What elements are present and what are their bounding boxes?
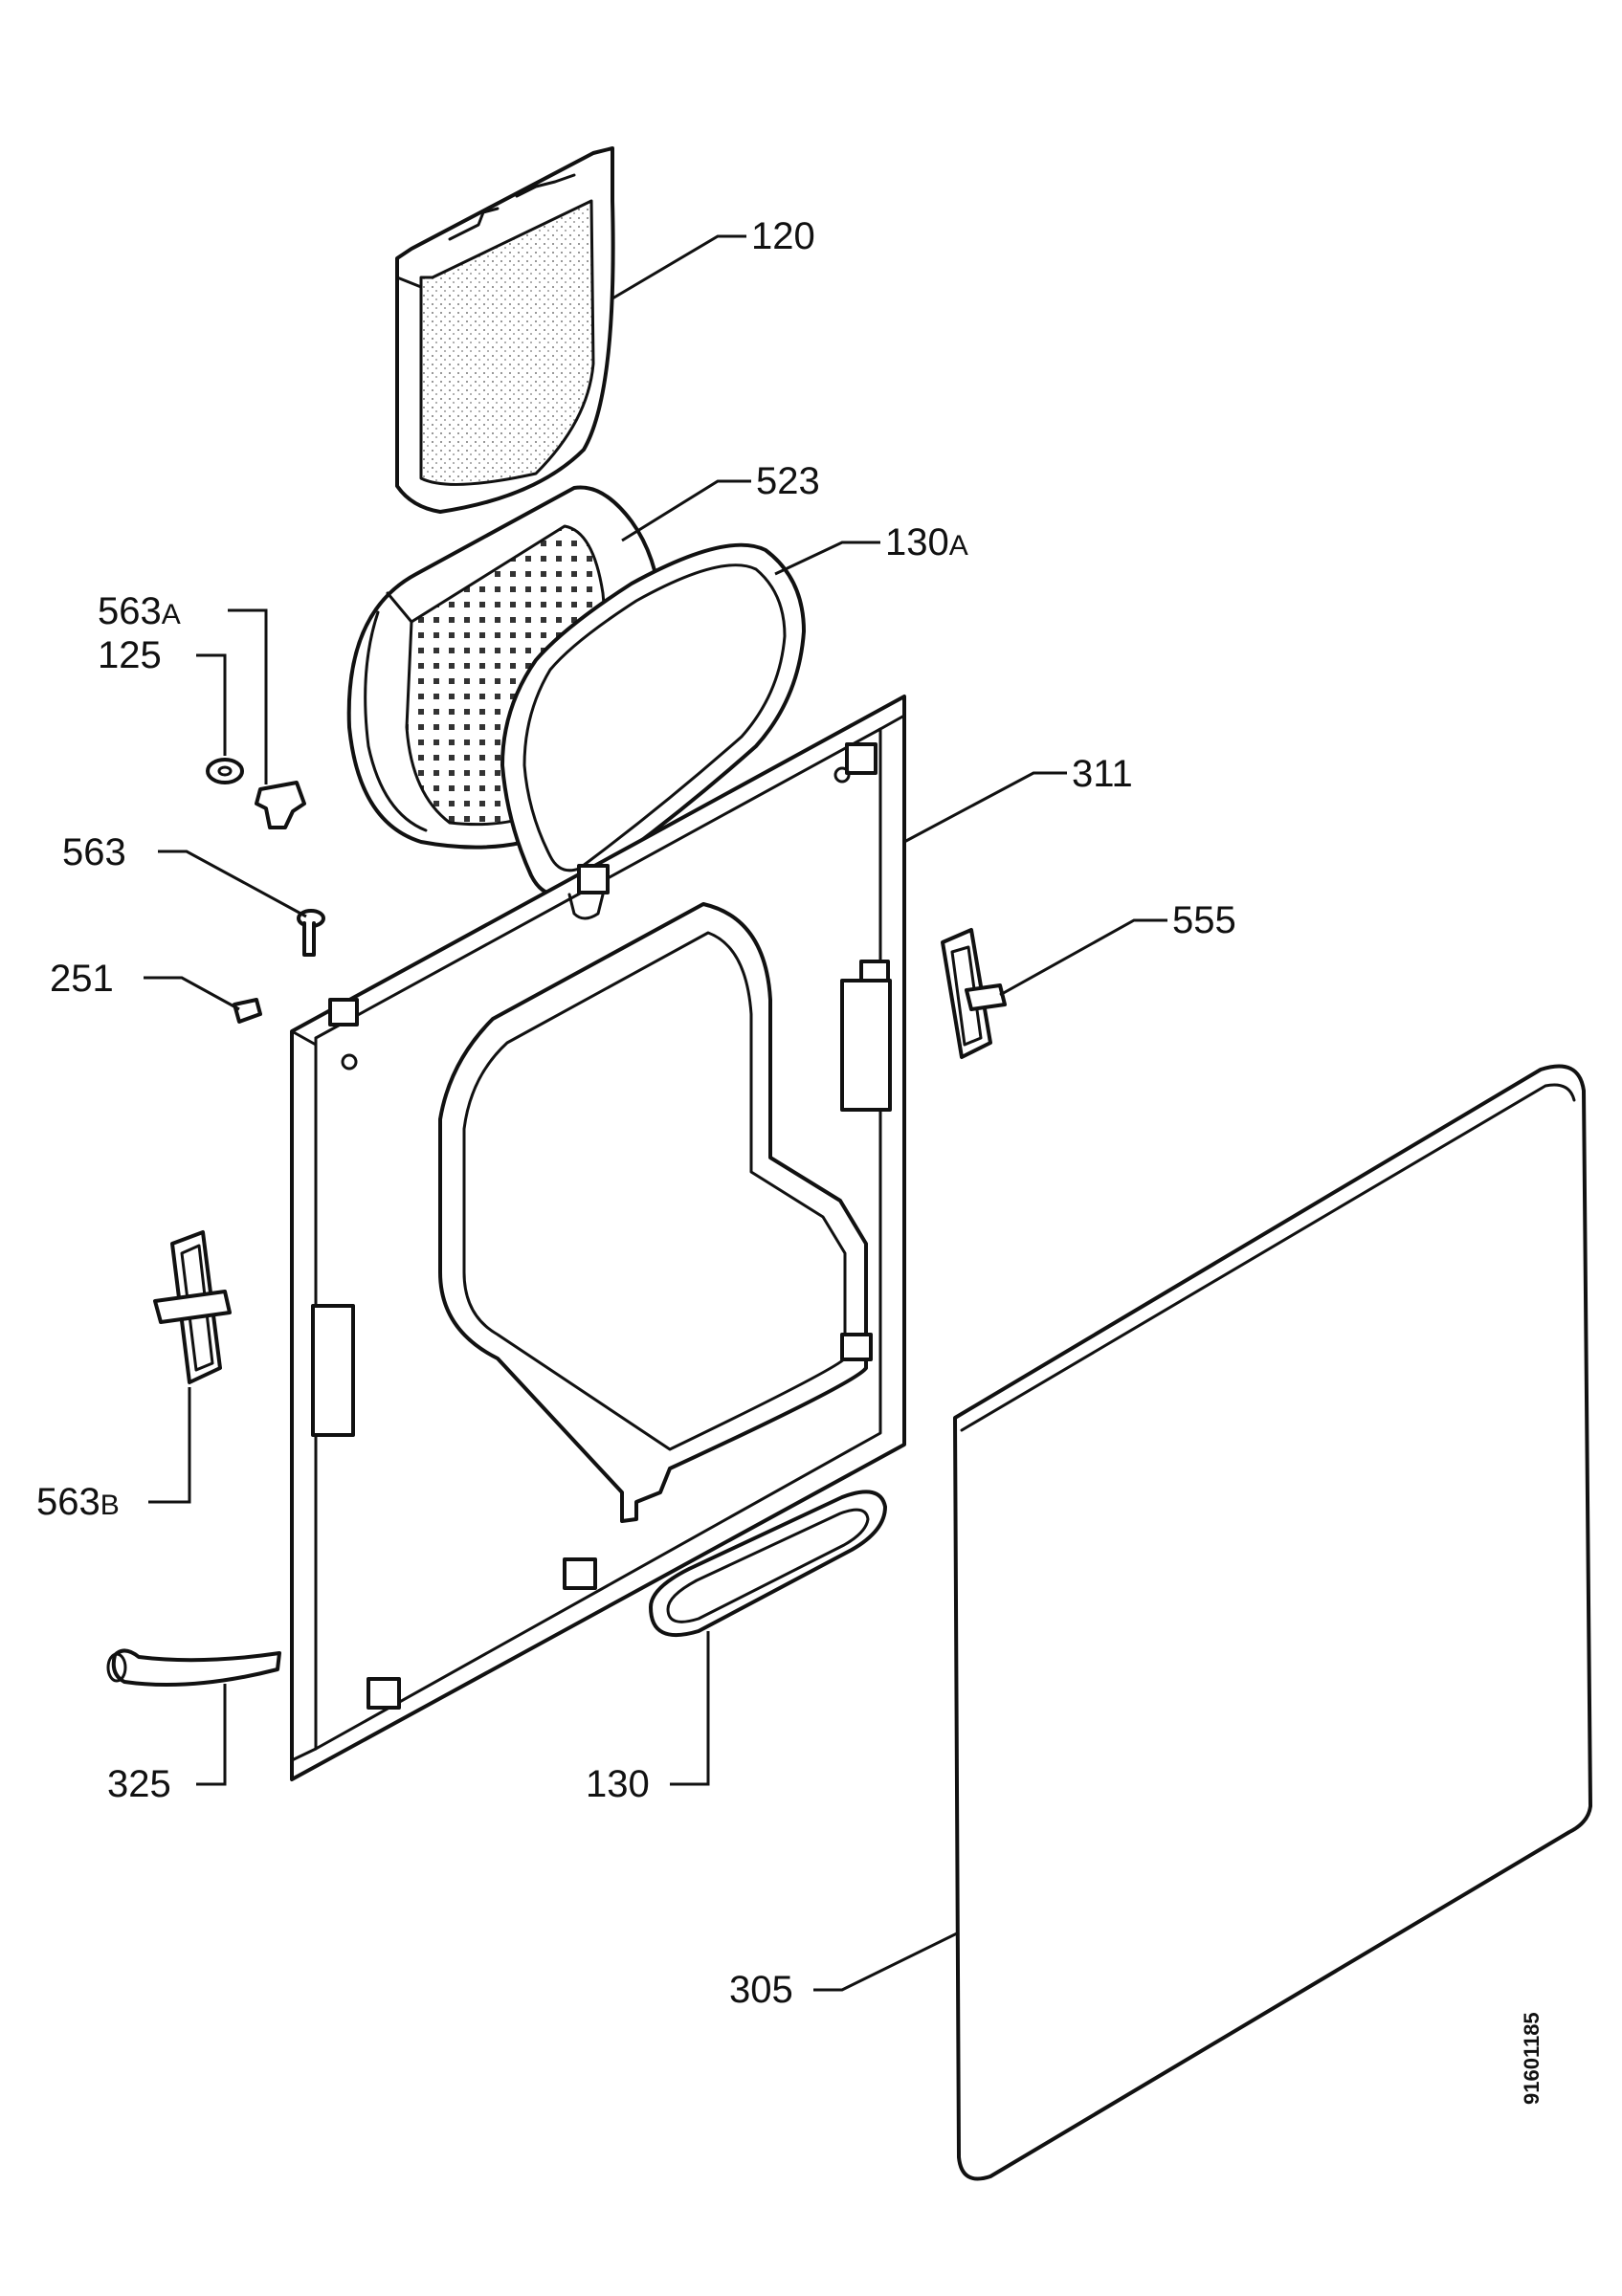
label-311: 311	[1072, 753, 1133, 795]
part-555-hinge-right	[941, 928, 1007, 1059]
label-325: 325	[107, 1763, 171, 1805]
part-311-front-frame	[290, 695, 906, 1781]
label-130a: 130A	[885, 521, 968, 563]
part-563-screw	[297, 909, 325, 957]
part-305-door-panel	[953, 1064, 1592, 2181]
part-251-pin	[233, 998, 262, 1024]
label-130: 130	[586, 1763, 650, 1805]
drawing-code: 91601185	[1520, 2012, 1544, 2105]
part-563a-clip	[255, 781, 306, 829]
label-563a: 563A	[98, 590, 181, 632]
label-120: 120	[751, 215, 815, 257]
part-130-small-gasket	[649, 1490, 887, 1637]
label-555: 555	[1172, 899, 1236, 941]
part-120-filter-frame	[395, 146, 615, 514]
label-563: 563	[62, 831, 126, 873]
part-325-cable	[106, 1648, 281, 1688]
leader-lines	[144, 234, 1167, 1992]
label-523: 523	[756, 460, 820, 502]
part-125-washer	[206, 758, 244, 784]
part-130a-gasket	[500, 542, 806, 896]
label-563b: 563B	[36, 1481, 120, 1523]
label-251: 251	[50, 958, 114, 1000]
label-125: 125	[98, 634, 162, 676]
label-305: 305	[729, 1969, 793, 2011]
part-563b-hinge-left	[153, 1230, 232, 1384]
